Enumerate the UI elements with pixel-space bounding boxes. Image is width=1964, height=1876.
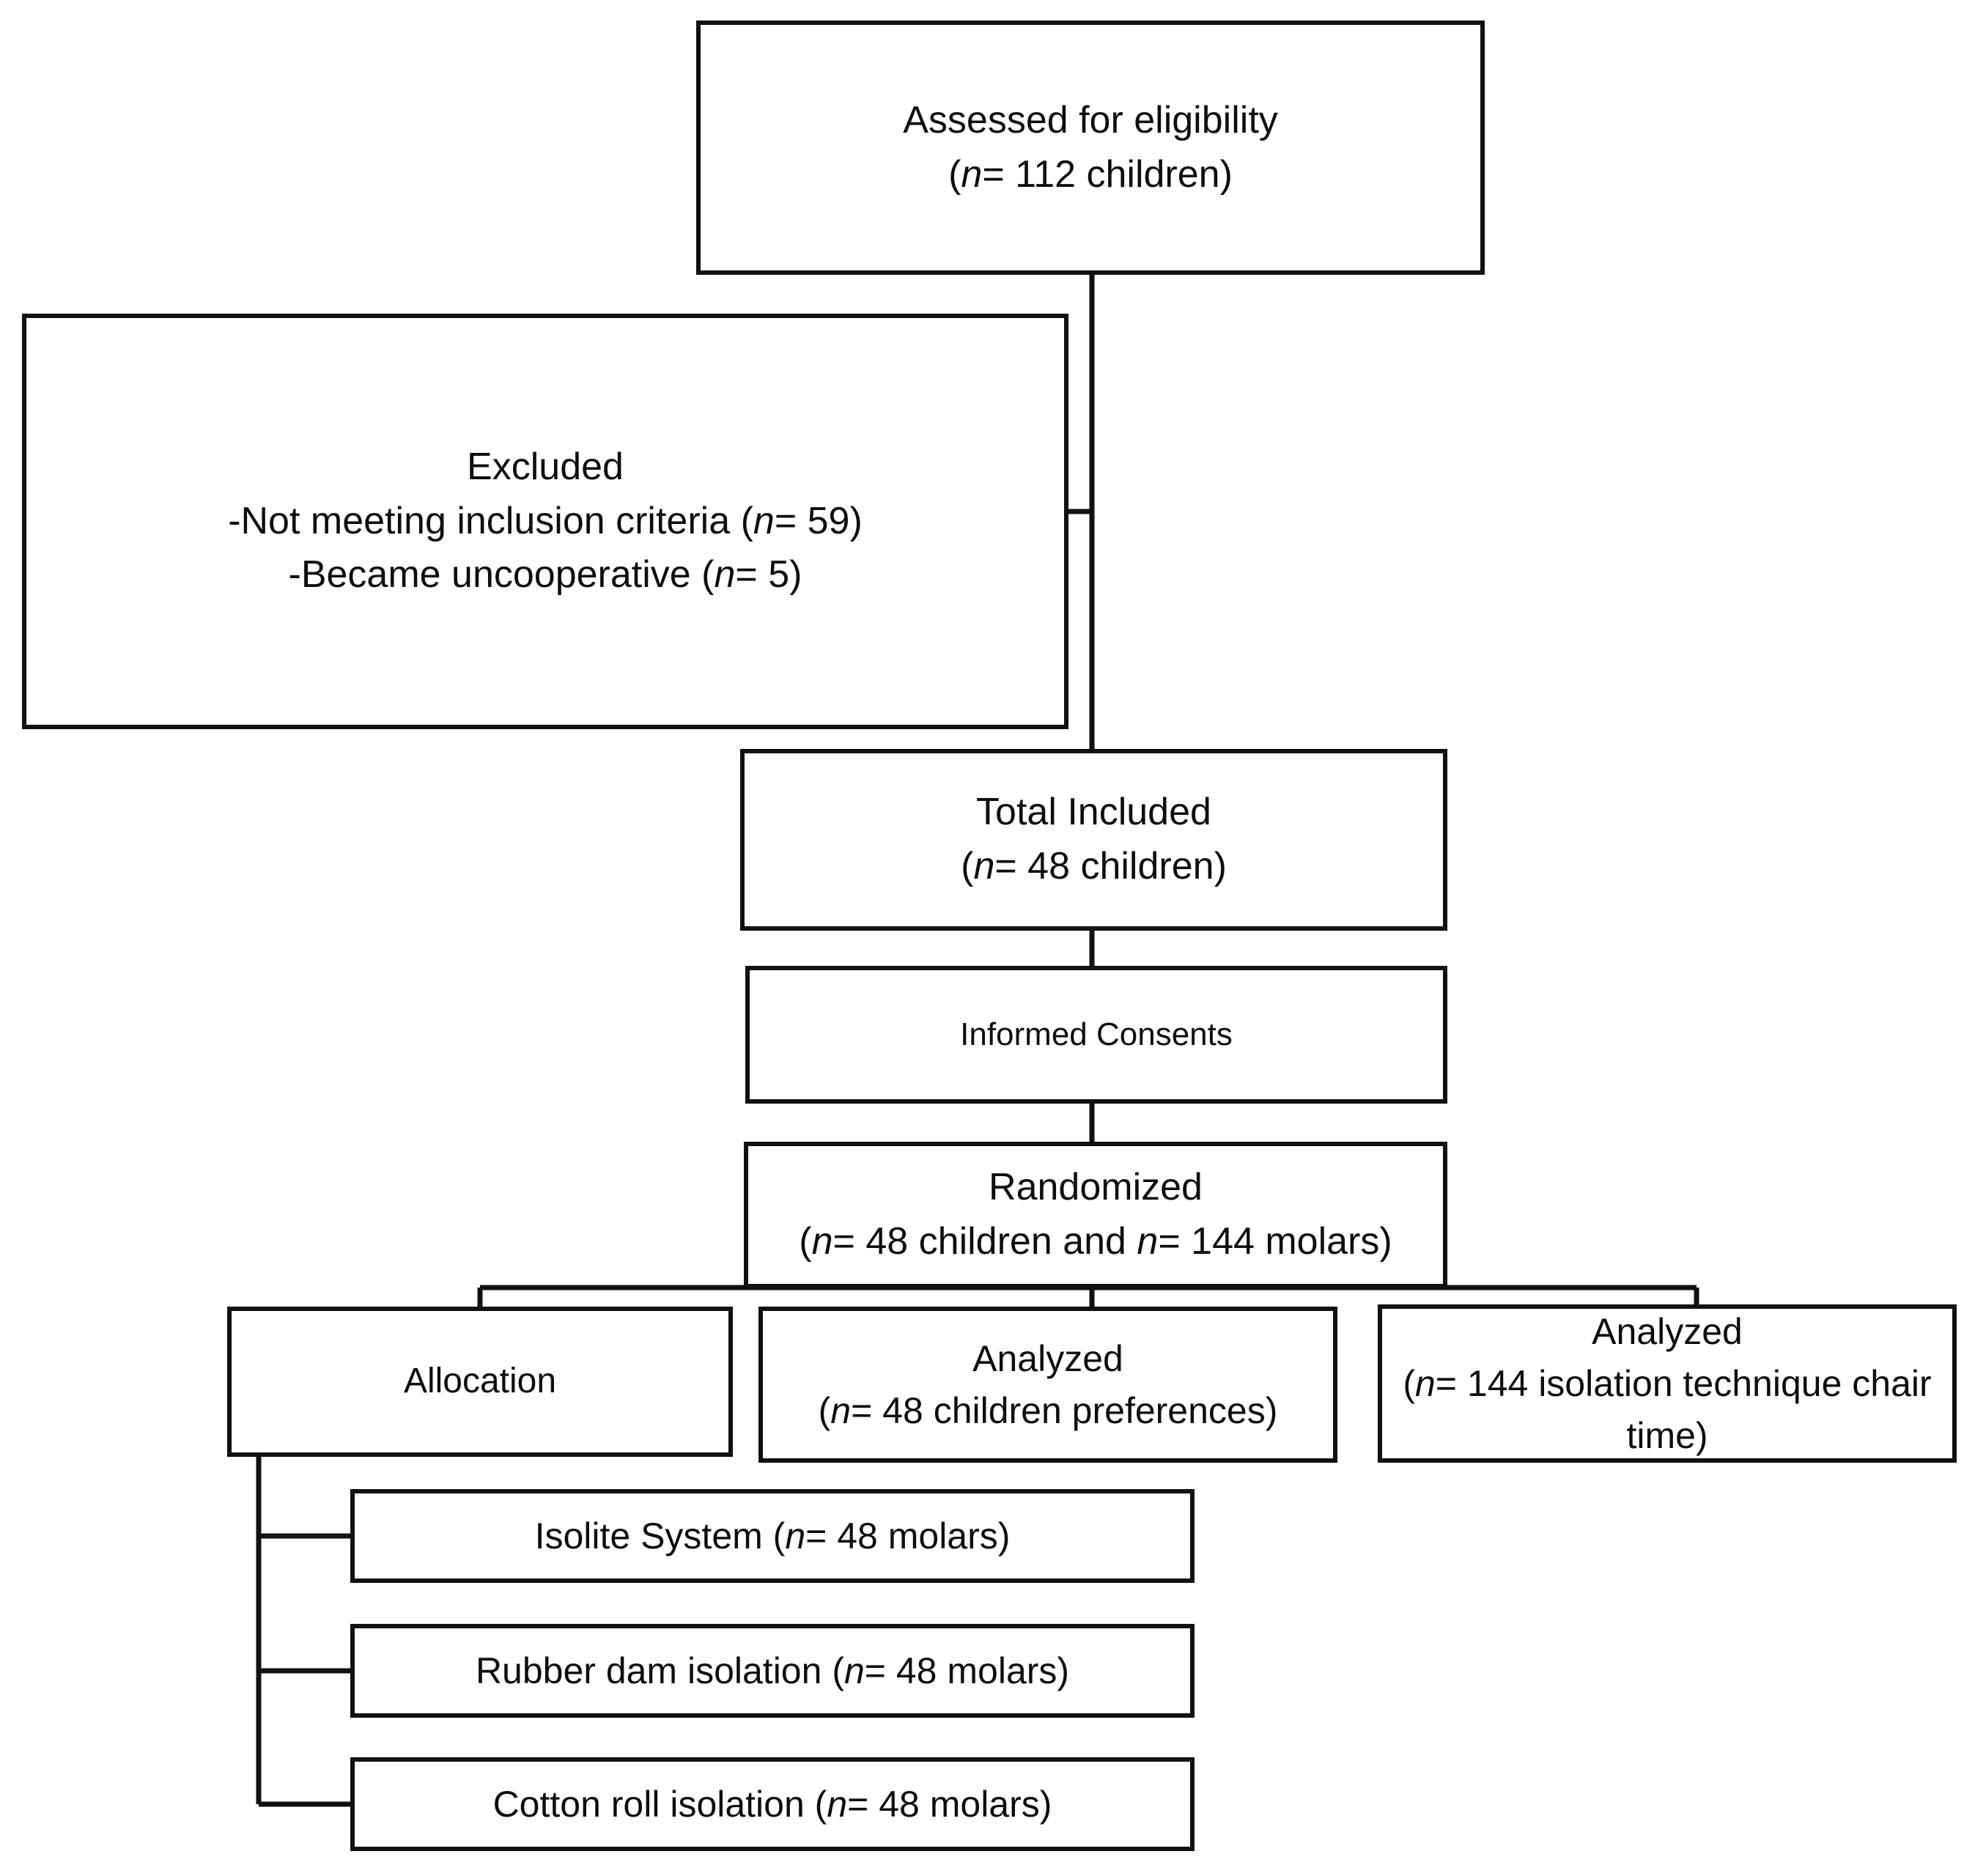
node-randomized: Randomized (n= 48 children and n= 144 mo… (744, 1142, 1447, 1288)
italic-n: n (961, 152, 983, 196)
analyzed-preferences-count: (n= 48 children preferences) (818, 1389, 1278, 1431)
excluded-reason-inclusion-criteria: -Not meeting inclusion criteria (n= 59) (228, 499, 863, 542)
italic-n: n (1137, 1220, 1159, 1263)
italic-n: n (714, 553, 736, 597)
node-isolite-system-arm: Isolite System (n= 48 molars) (350, 1489, 1195, 1583)
randomized-title: Randomized (989, 1166, 1203, 1209)
cotton-label: Cotton roll isolation (n= 48 molars) (492, 1783, 1052, 1825)
analyzed-chairtime-title: Analyzed (1592, 1310, 1743, 1352)
assessed-count: (n= 112 children) (948, 152, 1233, 196)
italic-n: n (843, 1650, 865, 1691)
rubberdam-label: Rubber dam isolation (n= 48 molars) (475, 1650, 1070, 1691)
node-analyzed-children-preferences: Analyzed (n= 48 children preferences) (758, 1307, 1337, 1463)
node-total-included: Total Included (n= 48 children) (740, 749, 1447, 931)
total-included-count: (n= 48 children) (961, 845, 1227, 887)
excluded-title: Excluded (467, 445, 624, 488)
italic-n: n (1414, 1362, 1436, 1404)
node-informed-consents: Informed Consents (745, 966, 1447, 1104)
total-included-title: Total Included (976, 791, 1211, 834)
isolite-label: Isolite System (n= 48 molars) (534, 1515, 1011, 1556)
informed-consents-title: Informed Consents (960, 1016, 1233, 1052)
node-excluded: Excluded -Not meeting inclusion criteria… (22, 314, 1068, 729)
allocation-title: Allocation (403, 1362, 557, 1401)
italic-n: n (785, 1515, 806, 1556)
analyzed-preferences-title: Analyzed (972, 1337, 1123, 1379)
italic-n: n (973, 845, 995, 887)
node-allocation: Allocation (227, 1307, 733, 1457)
node-rubber-dam-isolation-arm: Rubber dam isolation (n= 48 molars) (350, 1624, 1195, 1718)
excluded-reason-uncooperative: -Became uncooperative (n= 5) (288, 553, 802, 597)
randomized-count: (n= 48 children and n= 144 molars) (799, 1220, 1392, 1263)
italic-n: n (827, 1783, 848, 1825)
node-analyzed-chair-time: Analyzed (n= 144 isolation technique cha… (1378, 1304, 1957, 1463)
analyzed-chairtime-count: (n= 144 isolation technique chair time) (1403, 1362, 1932, 1456)
assessed-title: Assessed for eligibility (903, 98, 1278, 141)
italic-n: n (830, 1389, 852, 1431)
node-assessed-for-eligibility: Assessed for eligibility (n= 112 childre… (696, 21, 1485, 275)
node-cotton-roll-isolation-arm: Cotton roll isolation (n= 48 molars) (350, 1757, 1195, 1851)
italic-n: n (811, 1220, 833, 1263)
italic-n: n (753, 499, 775, 542)
